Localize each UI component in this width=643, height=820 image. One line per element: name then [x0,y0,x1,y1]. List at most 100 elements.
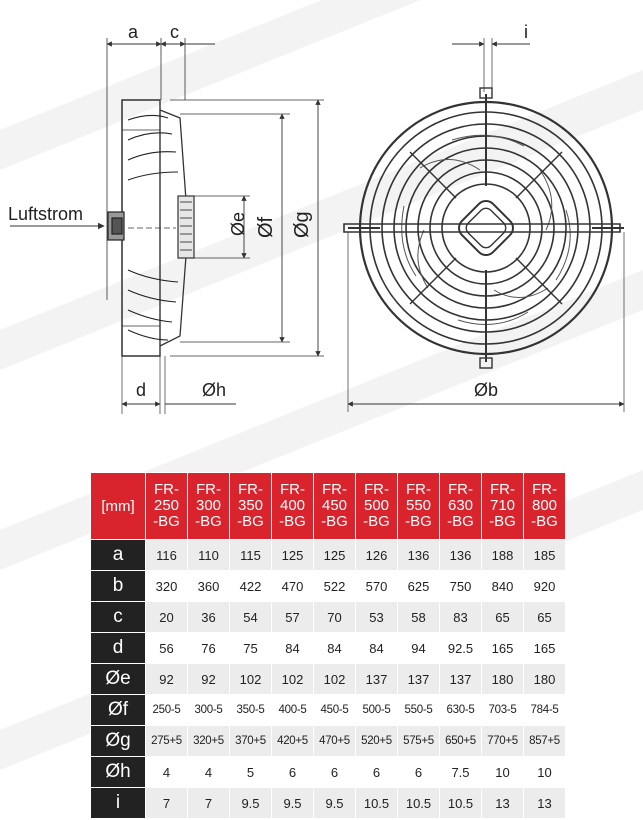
table-cell: 6 [355,756,398,788]
table-row: Øe 92 92 102 102 102 137 137 137 180 180 [90,663,566,695]
model-line: 800 [531,497,558,514]
model-line: -BG [363,513,390,530]
table-cell: 500-5 [355,694,398,726]
row-label: c [90,601,146,633]
label-a: a [128,22,139,42]
table-cell: 102 [313,663,356,695]
model-line: 450 [321,497,348,514]
table-cell: 420+5 [271,725,314,757]
table-cell: 165 [481,632,524,664]
table-cell: 450-5 [313,694,356,726]
table-row: Øf 250-5 300-5 350-5 400-5 450-5 500-5 5… [90,694,566,726]
table-cell: 10.5 [355,787,398,819]
table-cell: 400-5 [271,694,314,726]
table-cell: 575+5 [397,725,440,757]
table-cell: 75 [229,632,272,664]
table-cell: 6 [313,756,356,788]
table-cell: 10 [523,756,566,788]
label-d: d [136,380,146,400]
model-line: 630 [447,497,474,514]
table-cell: 20 [145,601,188,633]
model-header: FR-450-BG [313,472,356,540]
table-cell: 422 [229,570,272,602]
table-cell: 92 [187,663,230,695]
table-cell: 320 [145,570,188,602]
table-cell: 115 [229,539,272,571]
model-line: FR- [406,481,431,498]
table-cell: 275+5 [145,725,188,757]
table-cell: 570 [355,570,398,602]
side-view [10,38,324,414]
table-cell: 94 [397,632,440,664]
table-cell: 6 [397,756,440,788]
label-i: i [524,22,528,42]
model-line: -BG [489,513,516,530]
table-cell: 54 [229,601,272,633]
model-header: FR-300-BG [187,472,230,540]
table-cell: 250-5 [145,694,188,726]
table-cell: 370+5 [229,725,272,757]
model-header: FR-630-BG [439,472,482,540]
table-cell: 92.5 [439,632,482,664]
table-cell: 165 [523,632,566,664]
model-line: FR- [448,481,473,498]
row-label: Øe [90,663,146,695]
table-cell: 470+5 [313,725,356,757]
table-cell: 350-5 [229,694,272,726]
table-cell: 83 [439,601,482,633]
table-cell: 770+5 [481,725,524,757]
label-of: Øf [255,216,277,238]
table-cell: 7 [145,787,188,819]
table-cell: 70 [313,601,356,633]
table-cell: 102 [271,663,314,695]
label-ob: Øb [474,380,498,400]
table-cell: 137 [355,663,398,695]
table-cell: 180 [481,663,524,695]
model-header: FR-500-BG [355,472,398,540]
model-line: -BG [531,513,558,530]
table-cell: 92 [145,663,188,695]
model-line: 550 [405,497,432,514]
label-airflow: Luftstrom [8,204,83,224]
model-line: 250 [153,497,180,514]
model-header: FR-800-BG [523,472,566,540]
table-cell: 9.5 [271,787,314,819]
table-cell: 703-5 [481,694,524,726]
table-cell: 188 [481,539,524,571]
row-label: i [90,787,146,819]
table-cell: 630-5 [439,694,482,726]
row-label: a [90,539,146,571]
table-cell: 125 [313,539,356,571]
model-line: -BG [321,513,348,530]
model-line: -BG [405,513,432,530]
table-cell: 36 [187,601,230,633]
table-cell: 116 [145,539,188,571]
table-cell: 650+5 [439,725,482,757]
row-label: b [90,570,146,602]
table-cell: 84 [271,632,314,664]
table-cell: 10 [481,756,524,788]
model-line: -BG [279,513,306,530]
model-header: FR-250-BG [145,472,188,540]
table-cell: 58 [397,601,440,633]
table-cell: 7.5 [439,756,482,788]
model-header: FR-550-BG [397,472,440,540]
model-line: -BG [153,513,180,530]
model-line: FR- [196,481,221,498]
table-cell: 6 [271,756,314,788]
model-line: FR- [532,481,557,498]
model-line: FR- [364,481,389,498]
model-line: 300 [195,497,222,514]
table-cell: 84 [313,632,356,664]
table-cell: 185 [523,539,566,571]
table-header-row: [mm] FR-250-BG FR-300-BG FR-350-BG FR-40… [90,472,566,540]
table-cell: 857+5 [523,725,566,757]
model-header: FR-400-BG [271,472,314,540]
table-cell: 13 [523,787,566,819]
table-cell: 784-5 [523,694,566,726]
table-cell: 65 [523,601,566,633]
table-cell: 5 [229,756,272,788]
table-cell: 4 [187,756,230,788]
model-line: FR- [322,481,347,498]
table-cell: 320+5 [187,725,230,757]
